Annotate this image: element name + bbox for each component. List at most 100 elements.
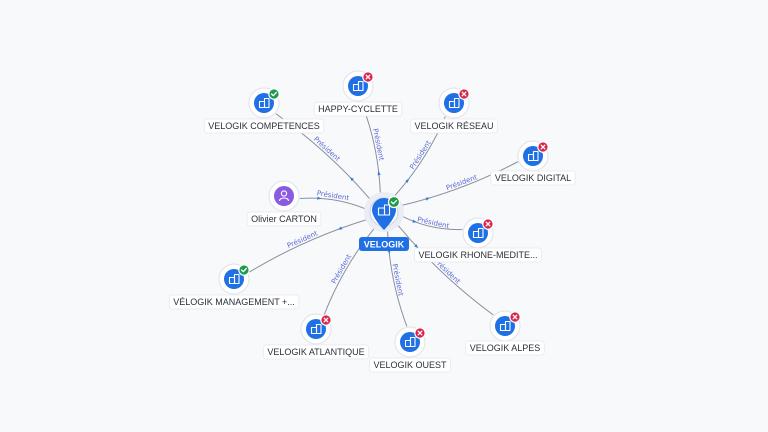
- center-label: VELOGIK: [364, 240, 405, 250]
- node-label-bg: [246, 211, 322, 227]
- node-label-text: VELOGIK RÉSEAU: [414, 121, 493, 131]
- node-label-text: VELOGIK COMPETENCES: [208, 121, 320, 131]
- status-badge: [414, 327, 426, 339]
- edge-relation-label: Président: [330, 253, 353, 285]
- node-label: Olivier CARTON: [246, 211, 322, 227]
- building-icon: [448, 97, 460, 109]
- edge-olivier: Président: [299, 189, 367, 210]
- edge-line: [400, 161, 519, 207]
- edge-line: [299, 197, 367, 210]
- close-icon: [512, 314, 518, 320]
- node-label-text: VELOGIK ALPES: [470, 343, 541, 353]
- arrow-icon: [425, 197, 431, 201]
- node-label: VELOGIK RHONE-MEDITE...: [414, 247, 542, 263]
- node-happy[interactable]: HAPPY-CYCLETTE: [313, 70, 403, 117]
- node-label: HAPPY-CYCLETTE: [313, 101, 403, 117]
- edge-relation-label: Président: [390, 263, 404, 297]
- node-label-bg: [313, 101, 403, 117]
- node-rhone[interactable]: VELOGIK RHONE-MEDITE...: [414, 217, 542, 263]
- node-label: VELOGIK RÉSEAU: [410, 118, 498, 134]
- arrow-icon: [317, 196, 322, 200]
- building-icon: [499, 320, 511, 332]
- building-icon: [258, 97, 270, 109]
- node-label: VÉLOGIK MANAGEMENT +...: [168, 294, 300, 310]
- edge-line: [396, 224, 494, 316]
- person-icon: [278, 190, 290, 202]
- edge-relation-label: Président: [312, 135, 342, 163]
- center-node[interactable]: VELOGIK: [359, 192, 409, 251]
- node-label-bg: [369, 357, 451, 373]
- edge-rhone: Président: [401, 215, 463, 231]
- center-status-badge: [387, 195, 401, 209]
- arrow-icon: [349, 177, 354, 182]
- check-icon: [240, 267, 247, 273]
- arrow-icon: [412, 219, 417, 223]
- status-badge: [537, 141, 549, 153]
- node-label-bg: [410, 118, 498, 134]
- node-reseau[interactable]: VELOGIK RÉSEAU: [410, 87, 498, 134]
- edge-line: [401, 215, 463, 231]
- building-icon: [404, 336, 416, 348]
- building-icon: [310, 323, 322, 335]
- node-label-bg: [414, 247, 542, 263]
- check-icon: [390, 199, 398, 205]
- status-badge: [320, 314, 332, 326]
- node-label-text: Olivier CARTON: [251, 214, 317, 224]
- node-ouest[interactable]: VELOGIK OUEST: [369, 326, 451, 373]
- node-management[interactable]: VÉLOGIK MANAGEMENT +...: [168, 263, 300, 310]
- edge-line: [323, 227, 376, 316]
- node-competences[interactable]: VELOGIK COMPETENCES: [203, 87, 325, 134]
- node-label-bg: [168, 294, 300, 310]
- close-icon: [365, 74, 371, 80]
- node-label-bg: [203, 118, 325, 134]
- node-label-text: VELOGIK DIGITAL: [495, 173, 571, 183]
- node-digital[interactable]: VELOGIK DIGITAL: [490, 140, 576, 186]
- node-label-bg: [465, 340, 545, 356]
- close-icon: [417, 330, 423, 336]
- building-icon: [472, 227, 484, 239]
- close-icon: [485, 221, 491, 227]
- node-label: VELOGIK COMPETENCES: [203, 118, 325, 134]
- node-label-text: VELOGIK RHONE-MEDITE...: [418, 250, 537, 260]
- status-badge: [509, 311, 521, 323]
- node-olivier[interactable]: Olivier CARTON: [246, 180, 322, 227]
- node-label-text: VÉLOGIK MANAGEMENT +...: [173, 297, 295, 307]
- node-label: VELOGIK ALPES: [465, 340, 545, 356]
- close-icon: [461, 91, 467, 97]
- node-label-bg: [490, 170, 576, 186]
- edge-management: Président: [248, 218, 368, 273]
- edge-relation-label: Président: [316, 189, 350, 202]
- node-label: VELOGIK ATLANTIQUE: [262, 344, 370, 360]
- building-icon: [377, 204, 391, 216]
- center-label-bg: [359, 237, 409, 251]
- arrow-icon: [414, 244, 419, 249]
- status-badge: [238, 264, 250, 276]
- building-icon: [527, 150, 539, 162]
- node-label-text: VELOGIK OUEST: [373, 360, 447, 370]
- node-label-bg: [262, 344, 370, 360]
- status-badge: [362, 71, 374, 83]
- status-badge: [458, 88, 470, 100]
- node-label-text: HAPPY-CYCLETTE: [318, 104, 398, 114]
- nodes-layer: Olivier CARTON VELOGIK COMPETENCES HAPPY-C…: [168, 70, 576, 373]
- arrow-icon: [337, 226, 343, 230]
- node-atlantique[interactable]: VELOGIK ATLANTIQUE: [262, 313, 370, 360]
- close-icon: [323, 317, 329, 323]
- status-badge: [268, 88, 280, 100]
- status-badge: [482, 218, 494, 230]
- edge-relation-label: Président: [286, 229, 319, 250]
- edge-relation-label: Président: [416, 216, 450, 231]
- node-label: VELOGIK OUEST: [369, 357, 451, 373]
- building-icon: [352, 80, 364, 92]
- edge-relation-label: Président: [408, 139, 433, 171]
- check-icon: [270, 91, 277, 97]
- arrow-icon: [377, 170, 381, 176]
- node-alpes[interactable]: VELOGIK ALPES: [465, 310, 545, 356]
- edge-relation-label: Président: [371, 128, 385, 162]
- node-label: VELOGIK DIGITAL: [490, 170, 576, 186]
- arrow-icon: [405, 178, 409, 183]
- edge-line: [248, 218, 368, 273]
- node-label-text: VELOGIK ATLANTIQUE: [267, 347, 364, 357]
- close-icon: [540, 144, 546, 150]
